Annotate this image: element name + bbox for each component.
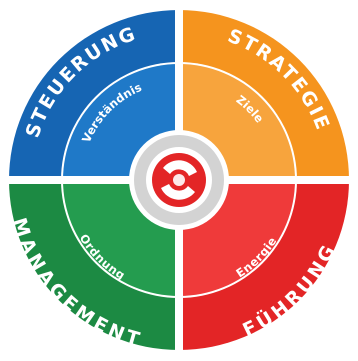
swirl-logo-icon: [152, 153, 206, 207]
